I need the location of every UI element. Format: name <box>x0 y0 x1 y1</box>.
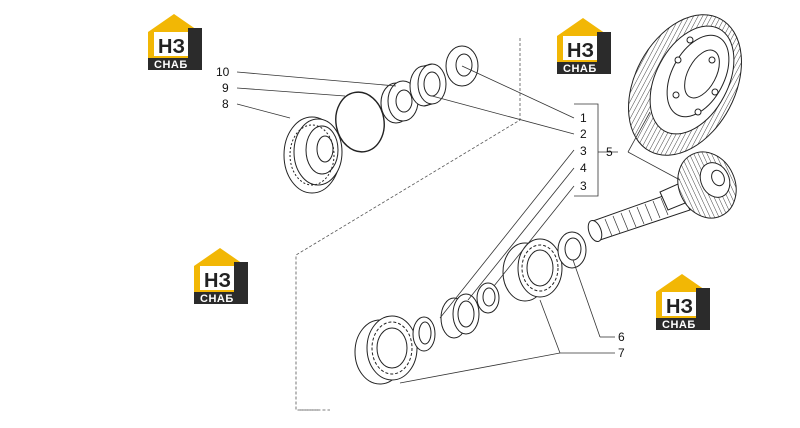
watermark-bottom-text: СНАБ <box>200 293 234 305</box>
part-6-washer <box>557 231 587 269</box>
watermark-bottom-text: СНАБ <box>662 319 696 331</box>
watermark-logo-3: НЗ СНАБ <box>190 244 252 306</box>
callout-4: 4 <box>580 161 587 175</box>
watermark-logo-4: НЗ СНАБ <box>652 270 714 332</box>
watermark-top-text: НЗ <box>204 270 231 292</box>
part-7-bearing <box>502 238 563 302</box>
part-3-shim-lower <box>412 316 436 352</box>
callout-10: 10 <box>216 65 230 79</box>
watermark-logo-2: НЗ СНАБ <box>553 14 615 76</box>
callout-2: 2 <box>580 127 587 141</box>
watermark-top-text: НЗ <box>158 36 185 58</box>
watermark-bottom-text: СНАБ <box>154 59 188 71</box>
callout-6: 6 <box>618 330 625 344</box>
callout-5: 5 <box>606 145 613 159</box>
callout-1: 1 <box>580 111 587 125</box>
pinion-shaft <box>587 151 737 243</box>
callout-3-upper: 3 <box>580 144 587 158</box>
callout-7: 7 <box>618 346 625 360</box>
callout-9: 9 <box>222 81 229 95</box>
leader-lines <box>236 65 681 384</box>
ring-gear <box>628 14 742 156</box>
callout-8: 8 <box>222 97 229 111</box>
part-large-bearing <box>354 315 418 385</box>
part-8-seal-housing <box>283 116 343 194</box>
callout-3-lower: 3 <box>580 179 587 193</box>
part-4-spacer <box>440 293 480 339</box>
watermark-top-text: НЗ <box>567 40 594 62</box>
part-2-nut <box>409 63 447 107</box>
dashed-guide <box>295 38 521 411</box>
part-9-o-ring <box>335 91 385 153</box>
watermark-top-text: НЗ <box>666 296 693 318</box>
part-3-shim-upper <box>476 282 500 314</box>
watermark-logo-1: НЗ СНАБ <box>144 10 206 72</box>
watermark-bottom-text: СНАБ <box>563 63 597 75</box>
